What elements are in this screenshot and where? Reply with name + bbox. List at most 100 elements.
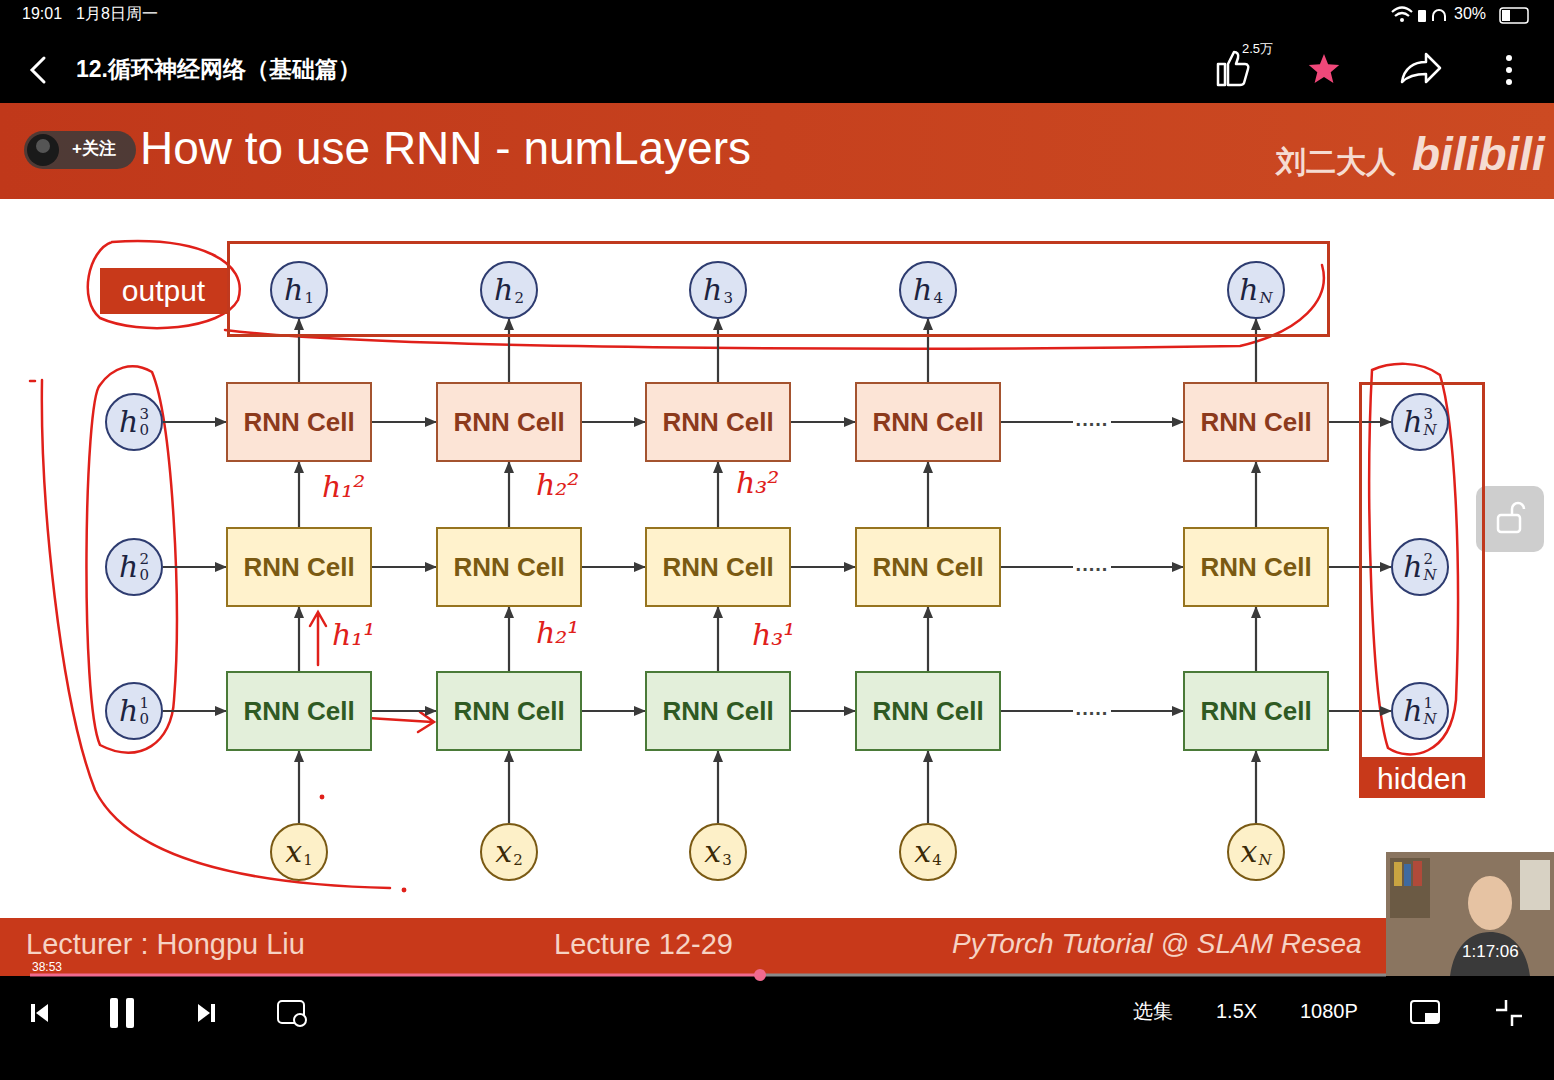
edge-label: ..... — [1073, 698, 1112, 718]
script-stack: 20 — [139, 551, 149, 583]
pause-icon — [126, 998, 134, 1028]
subscript: 0 — [139, 422, 149, 438]
danmaku-icon — [294, 1014, 306, 1026]
hidden-state-circle: h2 — [480, 261, 538, 319]
book — [1394, 862, 1402, 886]
annotation-arrow — [368, 712, 434, 732]
symbol-base: h — [1403, 696, 1422, 726]
connector-arrow — [163, 710, 226, 712]
math-symbol: h30 — [119, 406, 149, 438]
annotation-dot — [403, 889, 405, 891]
pause-icon — [110, 998, 118, 1028]
wifi-icon — [1392, 8, 1412, 17]
connector-arrow — [791, 566, 855, 568]
connector-arrow — [298, 607, 300, 671]
favorite-star — [1309, 54, 1339, 83]
subscript: N — [1424, 422, 1437, 438]
connector-arrow — [717, 607, 719, 671]
connector-arrow — [508, 319, 510, 382]
region-heading: output — [100, 268, 227, 314]
rnn-cell-box: RNN Cell — [855, 671, 1001, 751]
superscript: 2 — [139, 551, 149, 567]
cell-label: RNN Cell — [872, 407, 983, 438]
connector-arrow — [1255, 751, 1257, 823]
symbol-base: x — [285, 837, 302, 867]
math-symbol: x1 — [285, 836, 312, 868]
cell-label: RNN Cell — [1200, 552, 1311, 583]
cell-label: RNN Cell — [872, 552, 983, 583]
connector-arrow — [163, 566, 226, 568]
rnn-cell-box: RNN Cell — [436, 527, 582, 607]
hidden-state-circle: hN — [1227, 261, 1285, 319]
output-region: outputh1h2h3h4hN — [227, 241, 1330, 337]
subscript: 4 — [933, 290, 943, 306]
next-icon — [211, 1004, 215, 1022]
connector-arrow — [372, 421, 436, 423]
subscript: 2 — [513, 852, 523, 868]
wifi-icon — [1400, 18, 1404, 22]
annotation-loop — [86, 366, 176, 752]
book — [1413, 861, 1422, 886]
uploader-avatar — [27, 134, 59, 166]
lecturer-body — [1450, 932, 1530, 976]
hidden-state-circle: h2N — [1391, 538, 1449, 596]
hidden-state-circle: h1 — [270, 261, 328, 319]
rnn-cell-box: RNN Cell — [855, 527, 1001, 607]
wall — [1520, 860, 1550, 910]
symbol-base: h — [494, 275, 513, 305]
tutorial-credit: PyTorch Tutorial @ SLAM Resea — [952, 928, 1362, 960]
cell-label: RNN Cell — [453, 696, 564, 727]
handwritten-label: h₃¹ — [752, 618, 795, 653]
script-stack: 2 — [513, 852, 523, 868]
subscript: 2 — [514, 290, 524, 306]
connector-arrow — [717, 319, 719, 382]
handwritten-label: h₂¹ — [536, 616, 579, 651]
symbol-base: h — [119, 407, 138, 437]
connector-arrow — [1255, 319, 1257, 382]
math-symbol: h1 — [284, 274, 314, 306]
connector-arrow — [163, 421, 226, 423]
status-date: 1月8日周一 — [76, 5, 158, 23]
lecturer-webcam — [1386, 852, 1554, 976]
connector-arrow — [717, 462, 719, 527]
connector-arrow — [298, 751, 300, 823]
annotation-dot — [321, 796, 323, 798]
hidden-state-circle: h20 — [105, 538, 163, 596]
slide-header-band — [0, 103, 1554, 199]
total-time: 1:17:06 — [1462, 942, 1519, 962]
subscript: N — [1424, 567, 1437, 583]
headphone-icon — [1433, 10, 1445, 21]
pip-icon — [1411, 1001, 1439, 1023]
input-circle: xN — [1227, 823, 1285, 881]
symbol-base: h — [119, 552, 138, 582]
speed-button: 1.5X — [1216, 1000, 1257, 1023]
cell-label: RNN Cell — [243, 552, 354, 583]
more-dots — [1506, 55, 1512, 61]
rnn-cell-box: RNN Cell — [645, 671, 791, 751]
connector-arrow — [927, 607, 929, 671]
symbol-base: h — [1403, 407, 1422, 437]
script-stack: N — [1260, 290, 1273, 306]
script-stack: 3 — [722, 852, 732, 868]
subscript: 0 — [139, 711, 149, 727]
elapsed-time: 38:53 — [32, 961, 62, 975]
site-watermark: bilibili — [1412, 128, 1545, 181]
connector-arrow — [508, 751, 510, 823]
input-circle: x4 — [899, 823, 957, 881]
next-icon — [198, 1004, 210, 1022]
screen-lock-button — [1476, 486, 1544, 552]
script-stack: 4 — [932, 852, 942, 868]
rnn-cell-box: RNN Cell — [226, 527, 372, 607]
connector-arrow — [582, 421, 645, 423]
connector-arrow — [717, 751, 719, 823]
connector-arrow — [508, 462, 510, 527]
subscript: 3 — [723, 290, 733, 306]
script-stack: 30 — [139, 406, 149, 438]
connector-arrow — [582, 710, 645, 712]
script-stack: 10 — [139, 695, 149, 727]
rnn-cell-box: RNN Cell — [855, 382, 1001, 462]
battery-percent: 30% — [1454, 5, 1486, 23]
superscript: 1 — [139, 695, 149, 711]
back-chevron — [32, 58, 44, 82]
